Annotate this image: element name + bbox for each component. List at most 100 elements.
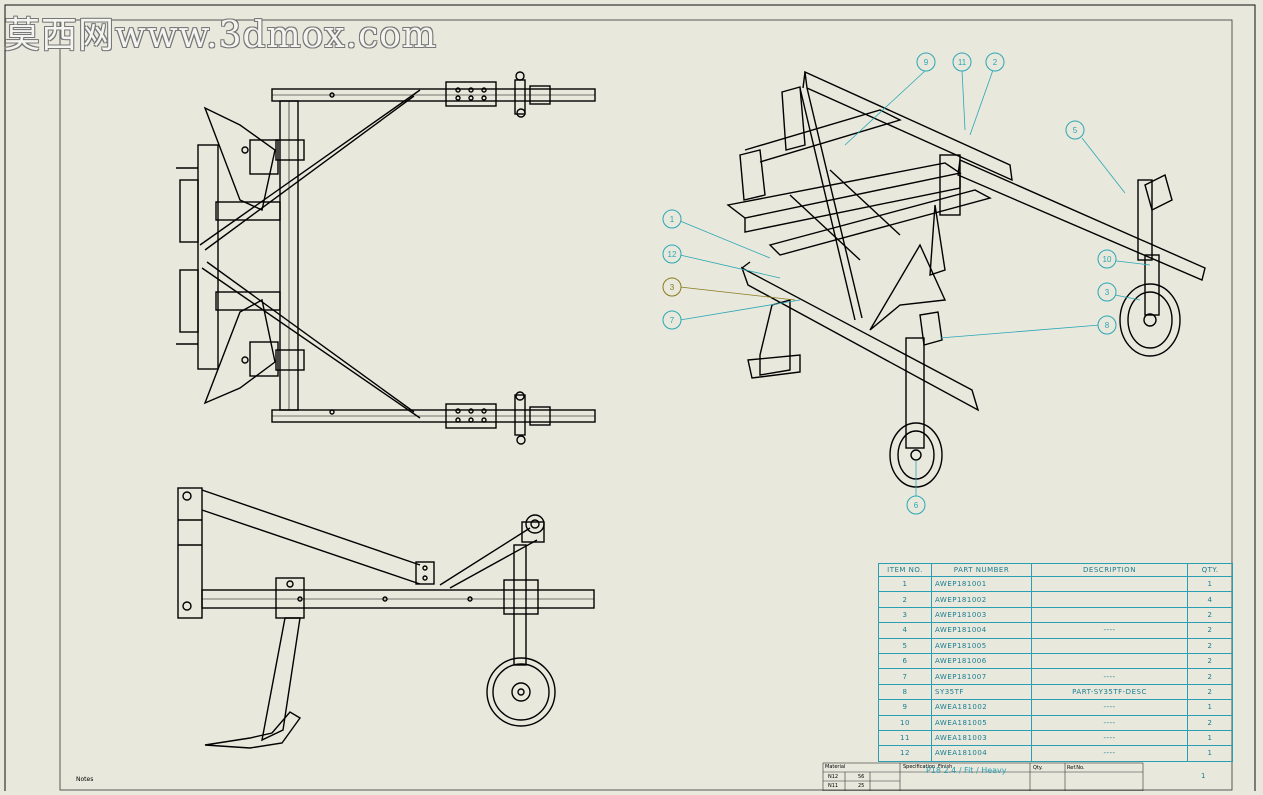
callout-leader-selected xyxy=(679,286,796,301)
bom-cell-description xyxy=(1031,591,1188,608)
bom-header-item-no: ITEM NO. xyxy=(878,563,932,577)
bom-cell-part-number: AWEA181002 xyxy=(931,699,1032,716)
qty-label: Qty. xyxy=(1033,765,1043,771)
row-value-1: 56 xyxy=(858,774,865,780)
callout-3-selected[interactable]: 3 xyxy=(662,277,682,297)
isometric-view xyxy=(726,70,1206,488)
bom-cell-part-number: AWEA181004 xyxy=(931,745,1032,762)
bom-cell-qty: 1 xyxy=(1187,729,1233,747)
callout-11[interactable]: 11 xyxy=(952,52,972,72)
bom-cell-qty: 1 xyxy=(1187,575,1233,593)
bom-cell-item-no: 3 xyxy=(878,606,932,624)
svg-text:2: 2 xyxy=(993,58,998,67)
material-value: P18 2.4 / Fit / Heavy xyxy=(926,766,1007,775)
bom-cell-description: ---- xyxy=(1031,714,1188,731)
svg-text:8: 8 xyxy=(1105,321,1110,330)
bom-cell-item-no: 12 xyxy=(878,745,932,762)
callout-8[interactable]: 8 xyxy=(1097,315,1117,335)
finish-label: Finish xyxy=(938,764,953,770)
bom-cell-description: ---- xyxy=(1031,729,1188,747)
svg-text:6: 6 xyxy=(914,501,919,510)
bom-cell-qty: 2 xyxy=(1187,668,1233,685)
svg-text:10: 10 xyxy=(1103,255,1112,264)
bom-cell-description xyxy=(1031,575,1188,593)
bom-cell-description: ---- xyxy=(1031,622,1188,639)
callout-5[interactable]: 5 xyxy=(1065,120,1085,140)
callout-10[interactable]: 10 xyxy=(1097,249,1117,269)
bom-cell-description: ---- xyxy=(1031,699,1188,716)
row-value-2: 25 xyxy=(858,783,865,789)
bom-cell-item-no: 11 xyxy=(878,729,932,747)
bom-cell-part-number: AWEA181003 xyxy=(931,729,1032,747)
bom-cell-qty: 1 xyxy=(1187,699,1233,716)
outer-border xyxy=(4,4,1256,795)
row-label-2: N11 xyxy=(828,783,839,789)
bom-cell-part-number: AWEP181003 xyxy=(931,606,1032,624)
bom-cell-item-no: 9 xyxy=(878,699,932,716)
bom-cell-qty: 2 xyxy=(1187,714,1233,731)
svg-text:11: 11 xyxy=(958,58,967,67)
row-label-1: N12 xyxy=(828,774,839,780)
bom-cell-item-no: 2 xyxy=(878,591,932,608)
bom-cell-part-number: AWEP181006 xyxy=(931,652,1032,670)
bom-cell-part-number: AWEP181001 xyxy=(931,575,1032,593)
callout-12[interactable]: 12 xyxy=(662,244,682,264)
callout-9[interactable]: 9 xyxy=(916,52,936,72)
bom-cell-description: ---- xyxy=(1031,668,1188,685)
svg-text:9: 9 xyxy=(924,58,929,67)
bom-cell-item-no: 6 xyxy=(878,652,932,670)
bom-cell-qty: 2 xyxy=(1187,683,1233,701)
material-label: Material xyxy=(825,764,846,770)
callout-1[interactable]: 1 xyxy=(662,209,682,229)
svg-text:3: 3 xyxy=(670,283,675,292)
bom-cell-part-number: AWEP181007 xyxy=(931,668,1032,685)
callout-7[interactable]: 7 xyxy=(662,310,682,330)
bom-cell-part-number: SY35TF xyxy=(931,683,1032,701)
bom-cell-item-no: 4 xyxy=(878,622,932,639)
svg-text:3: 3 xyxy=(1105,288,1110,297)
inner-border xyxy=(59,19,1233,791)
bom-cell-qty: 2 xyxy=(1187,606,1233,624)
bom-header-description: DESCRIPTION xyxy=(1031,563,1188,577)
bom-cell-item-no: 10 xyxy=(878,714,932,731)
ref-label: Ref.No. xyxy=(1067,765,1085,771)
notes-label: Notes xyxy=(76,776,94,783)
bom-header-part-number: PART NUMBER xyxy=(931,563,1032,577)
bom-cell-part-number: AWEP181002 xyxy=(931,591,1032,608)
title-block-qty: 1 xyxy=(1201,772,1206,780)
callout-6[interactable]: 6 xyxy=(906,495,926,515)
specification-label: Specification xyxy=(903,764,936,770)
bom-cell-qty: 2 xyxy=(1187,652,1233,670)
bom-cell-qty: 4 xyxy=(1187,591,1233,608)
bom-cell-item-no: 7 xyxy=(878,668,932,685)
bom-cell-description: ---- xyxy=(1031,745,1188,762)
callout-3[interactable]: 3 xyxy=(1097,282,1117,302)
title-block: Material Specification Finish Qty. Ref.N… xyxy=(823,762,1143,791)
bom-cell-part-number: AWEP181005 xyxy=(931,637,1032,654)
svg-text:7: 7 xyxy=(670,316,675,325)
callout-2[interactable]: 2 xyxy=(985,52,1005,72)
bom-cell-description xyxy=(1031,637,1188,654)
bom-cell-item-no: 5 xyxy=(878,637,932,654)
bom-cell-qty: 2 xyxy=(1187,637,1233,654)
top-view xyxy=(176,71,596,445)
bom-header-row: ITEM NO. PART NUMBER DESCRIPTION QTY. xyxy=(878,563,1233,577)
bom-cell-description xyxy=(1031,652,1188,670)
svg-text:1: 1 xyxy=(670,215,675,224)
